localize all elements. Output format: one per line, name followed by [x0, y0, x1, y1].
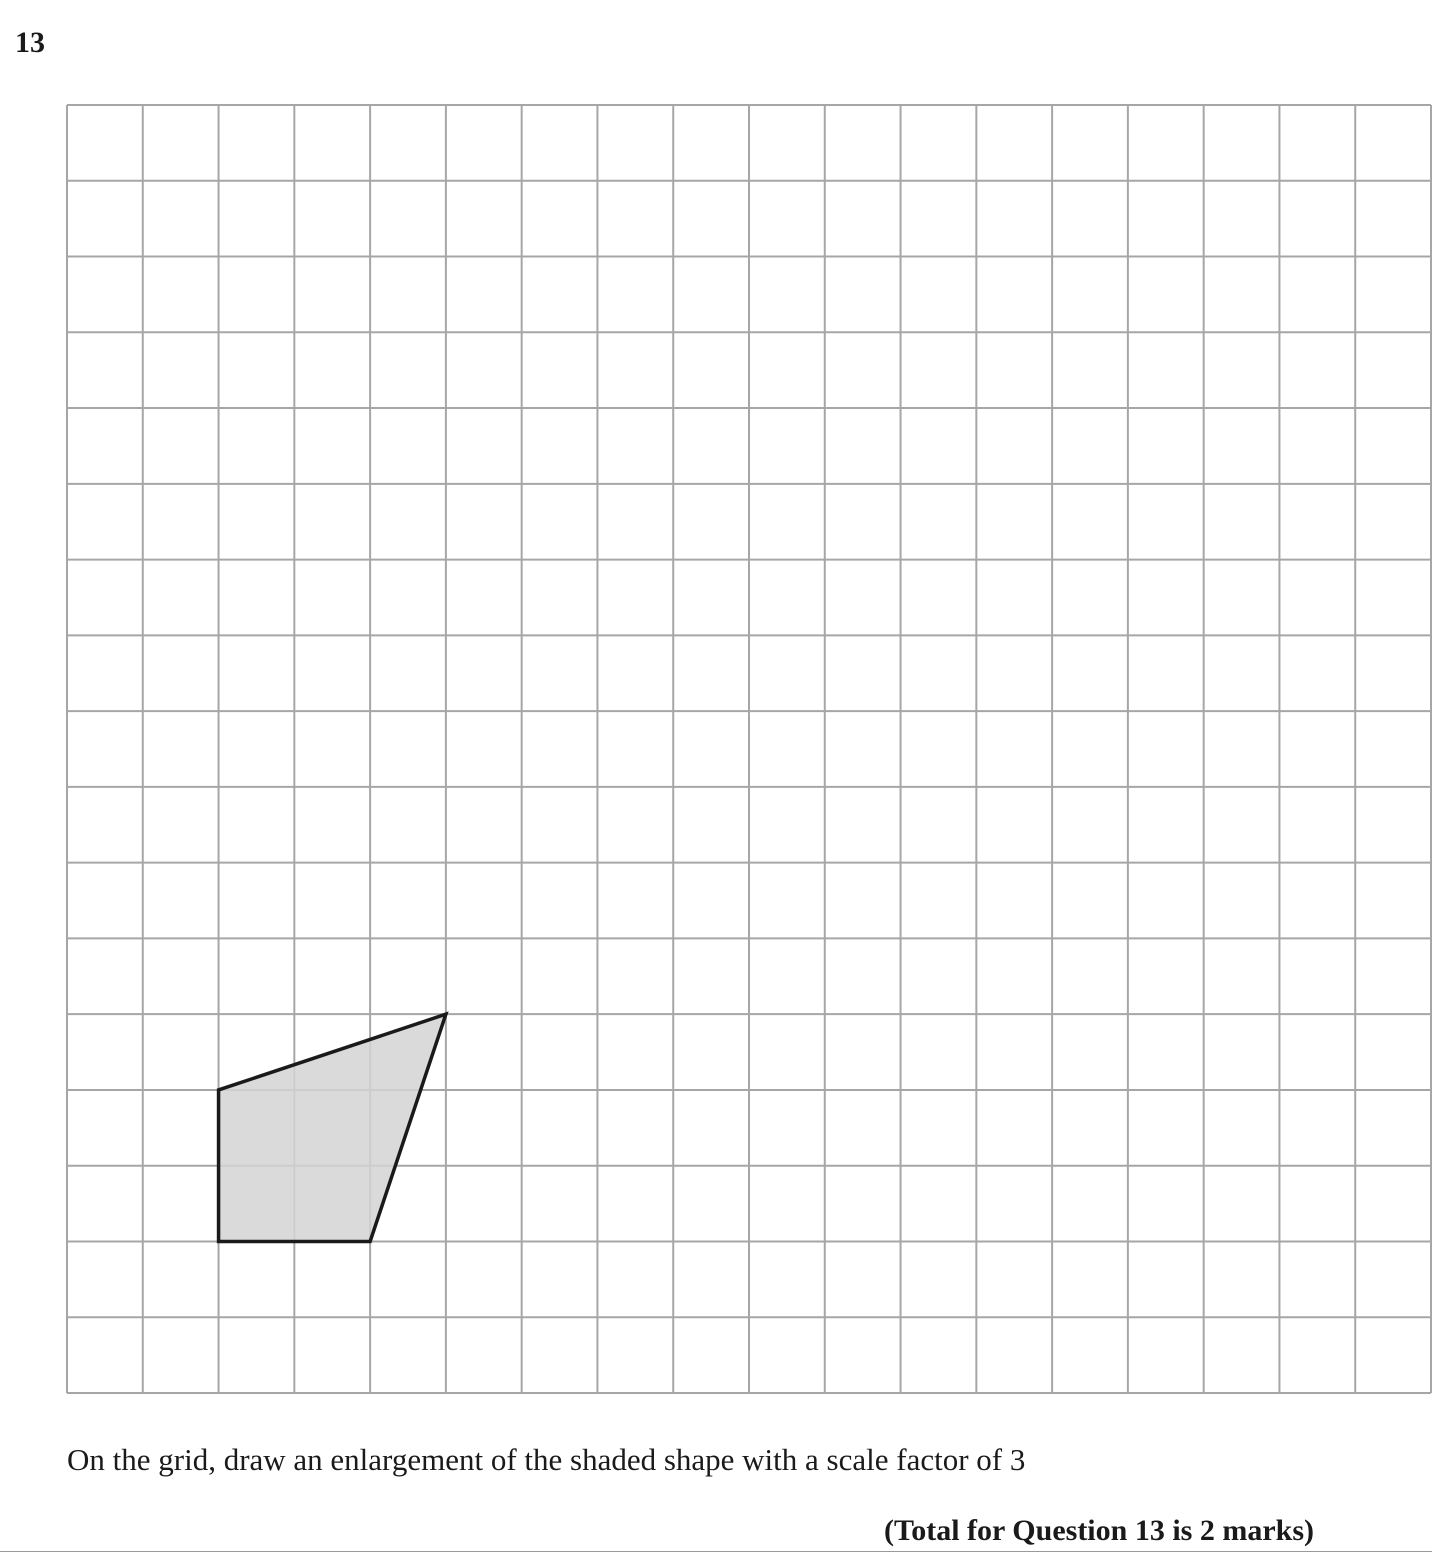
question-instruction: On the grid, draw an enlargement of the …	[67, 1442, 1026, 1477]
total-marks: (Total for Question 13 is 2 marks)	[883, 1514, 1314, 1547]
shaded-shape	[216, 1011, 449, 1244]
question-number: 13	[15, 26, 45, 59]
grid-lines	[66, 104, 1432, 1394]
bottom-divider	[0, 1551, 1432, 1552]
